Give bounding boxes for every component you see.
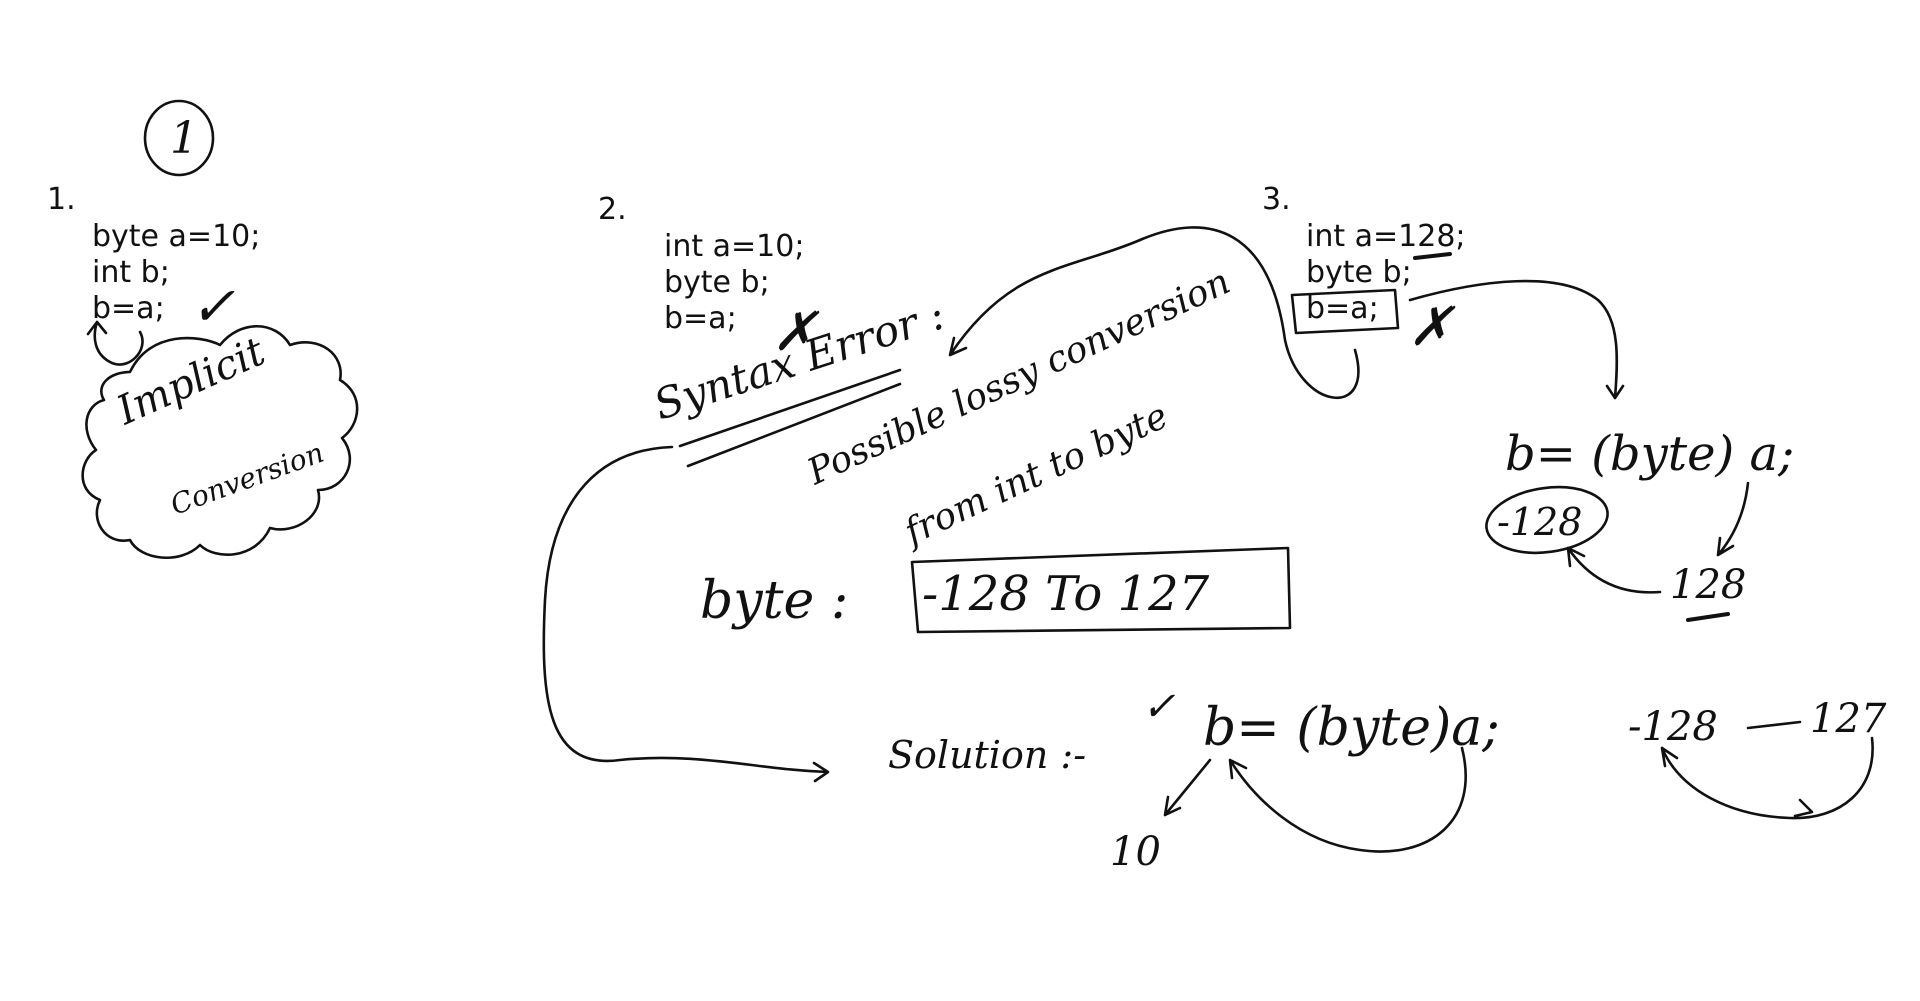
example-2-result-arrow xyxy=(1163,758,1212,817)
example-2-range-label: byte : xyxy=(700,571,848,631)
example-3-value-underline xyxy=(1413,252,1452,260)
example-2-message-arrow xyxy=(948,226,1360,400)
example-1-code-line-1: byte a=10; xyxy=(92,219,260,254)
example-1-number: 1. xyxy=(47,182,76,217)
example-3: 3. int a=128; byte b; b=a; ✗ b= (byte) a… xyxy=(1262,182,1887,820)
example-3-cast-code: b= (byte) a; xyxy=(1505,426,1794,482)
example-2-solution-label: Solution :- xyxy=(888,733,1086,777)
example-3-cast-arrow xyxy=(1408,279,1625,400)
example-3-code-line-3: b=a; xyxy=(1306,291,1379,326)
example-2-code-line-1: int a=10; xyxy=(664,229,804,264)
example-1-cloud-outline xyxy=(81,324,359,559)
example-2-number: 2. xyxy=(598,192,627,227)
example-1-code-line-2: int b; xyxy=(92,255,170,290)
example-3-input-underline xyxy=(1686,612,1730,622)
example-3-result-value: -128 xyxy=(1497,500,1582,544)
example-2-solution-check: ✓ xyxy=(1142,684,1176,730)
example-2-range-box xyxy=(910,546,1292,634)
example-1: 1. byte a=10; int b; b=a; ✓ Implicit Con… xyxy=(47,182,359,559)
example-2-solution-code: b= (byte)a; xyxy=(1203,698,1500,758)
example-3-range-high: 127 xyxy=(1810,696,1887,742)
example-3-range-dash xyxy=(1746,720,1802,730)
example-3-value-arrow xyxy=(1716,481,1750,557)
example-3-cross-mark: ✗ xyxy=(1408,295,1456,358)
example-3-overflow-arrow xyxy=(1566,546,1662,594)
example-1-curved-arrow xyxy=(86,320,144,366)
example-3-input-value: 128 xyxy=(1670,562,1746,608)
example-3-range-low: -128 xyxy=(1628,704,1718,750)
example-2-cross-mark: ✗ xyxy=(772,300,820,363)
example-3-statement-box xyxy=(1290,288,1400,335)
example-1-code-line-3: b=a; xyxy=(92,291,165,326)
page-marker-number: 1 xyxy=(170,113,198,164)
example-2-message-line-1: Possible lossy conversion xyxy=(801,261,1237,493)
example-1-check-mark: ✓ xyxy=(190,275,235,338)
example-3-number: 3. xyxy=(1262,182,1291,217)
example-3-wrap-arrow xyxy=(1660,736,1874,820)
example-2-range-value: -128 To 127 xyxy=(922,566,1210,622)
example-2-error-underline xyxy=(678,368,902,468)
example-3-code-line-1: int a=128; xyxy=(1306,219,1466,254)
example-3-code-line-2: byte b; xyxy=(1306,255,1412,290)
example-2-cast-loop-arrow xyxy=(1228,746,1467,853)
example-1-conversion-label: Conversion xyxy=(166,436,328,522)
example-2-code-line-2: byte b; xyxy=(664,265,770,300)
example-1-implicit-label: Implicit xyxy=(109,328,272,434)
example-2-solution-arrow xyxy=(542,445,830,783)
page-marker: 1 xyxy=(143,99,215,177)
example-2-solution-result: 10 xyxy=(1110,829,1161,875)
example-2-code-line-3: b=a; xyxy=(664,301,737,336)
